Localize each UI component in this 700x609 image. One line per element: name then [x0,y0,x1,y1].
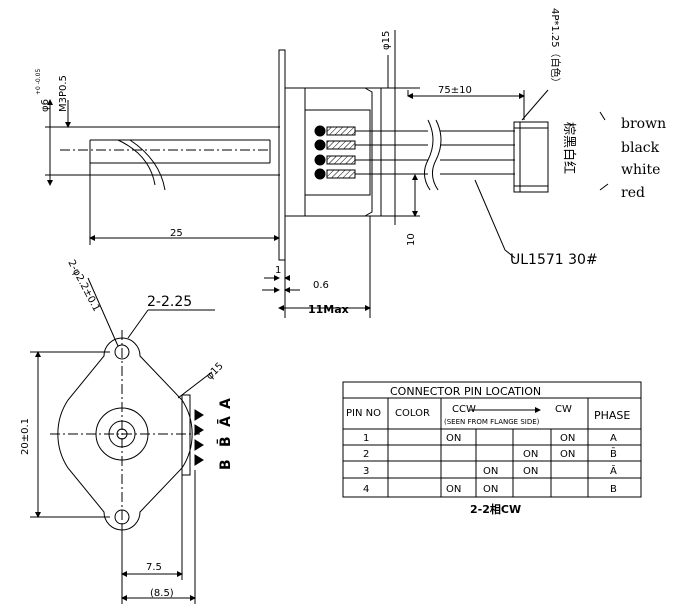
pin-phase: Ā [610,464,617,477]
dim-11max: 11Max [308,303,349,316]
shaft [60,126,280,191]
pin-number: 4 [363,484,369,495]
terminal-block [181,394,191,476]
motor-body [284,87,382,217]
dim-7-5: 7.5 [146,562,162,573]
header-pin-no: PIN NO [346,408,381,419]
dim-shaft-tolerance: +0 -0.05 [35,69,42,95]
lead-wires [355,119,515,191]
pin-state: ON [483,466,498,477]
dim-phi15-front: φ15 [204,361,225,382]
wire-color-red: red [621,185,645,201]
pin-phase: A [610,433,617,444]
dim-0-6: 0.6 [313,280,329,291]
pin-state: ON [560,433,575,444]
dim-8-5: (8.5) [150,588,174,599]
dim-shaft-diameter: φ6 [40,99,51,112]
pin-state: ON [523,449,538,460]
flange-plate [278,49,286,261]
dim-mount-holes: 2-φ2.2±0.1 [65,258,101,313]
pin-state: ON [560,449,575,460]
flange-outline [57,337,193,531]
pin-state: ON [523,466,538,477]
pin-number: 2 [363,449,369,460]
pin-number: 1 [363,433,369,444]
pin-table [342,381,642,498]
header-ccw: CCW [452,404,476,415]
wire-color-brown: brown [621,116,666,132]
table-caption: 2-2相CW [470,502,521,516]
phase-label-a: A [218,398,234,409]
header-seen-from: (SEEN FROM FLANGE SIDE) [444,418,540,426]
dim-phi15-side: φ15 [381,31,392,50]
header-phase: PHASE [594,409,630,422]
pin-state: ON [446,484,461,495]
wire-color-black: black [621,140,660,156]
pin-state: ON [446,433,461,444]
phase-label-a-bar: Ā [216,416,234,427]
pin-phase: B̄ [610,447,617,460]
dim-1: 1 [275,265,281,276]
header-color: COLOR [395,408,430,419]
dim-10: 10 [406,233,417,246]
side-view [45,30,609,318]
phase-label-b-bar: B̄ [215,436,234,447]
dim-section-label: 2-2.25 [147,294,192,310]
wire-colors-cn: 棕黑白红 [561,122,577,174]
wire-color-white: white [621,162,660,178]
front-view [30,277,215,604]
pin-state: ON [483,484,498,495]
connector-spec: 4P*1.25（白色） [549,8,562,88]
phase-label-b: B [218,459,234,470]
pin-number: 3 [363,466,369,477]
dim-25: 25 [170,228,183,239]
wire-spec: UL1571 30# [510,252,598,268]
table-body: 1 ON ON A 2 ON ON B̄ 3 ON ON Ā 4 ON ON B [363,433,617,495]
dim-20: 20±0.1 [20,418,31,455]
header-cw: CW [555,404,572,415]
dim-75: 75±10 [438,85,472,96]
pin-phase: B [610,484,617,495]
dim-thread: M3P0.5 [58,75,69,112]
table-title: CONNECTOR PIN LOCATION [390,385,541,398]
connector [513,121,549,193]
terminals [314,125,356,180]
